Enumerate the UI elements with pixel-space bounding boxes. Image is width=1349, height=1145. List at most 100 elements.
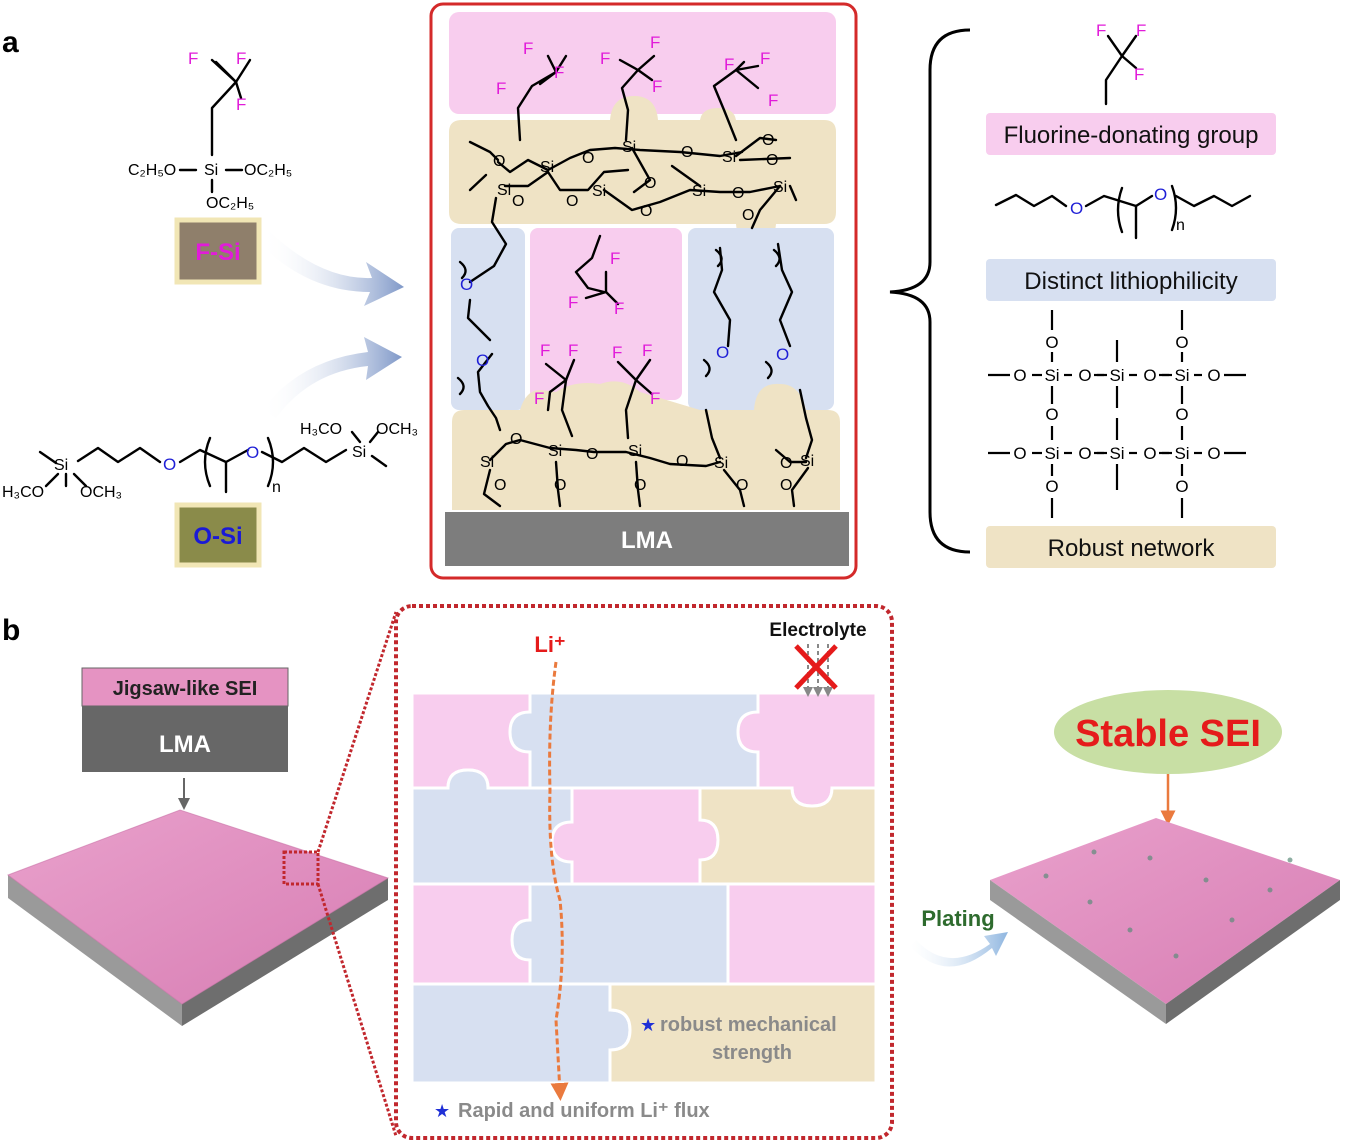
fsi-molecule: F F F Si C₂H₅O OC₂H₅ OC₂H₅ xyxy=(128,49,292,212)
methoxy-group: H₃CO xyxy=(300,421,342,438)
ethoxy-group: OC₂H₅ xyxy=(206,195,254,212)
methoxy-group: H₃CO xyxy=(2,484,44,501)
zoom-region xyxy=(282,850,320,886)
oxygen-atom: O xyxy=(510,431,522,448)
silicon-atom: Si xyxy=(1044,366,1059,385)
oxygen-atom: O xyxy=(1013,366,1026,385)
silicon-atom: Si xyxy=(773,179,787,196)
oxygen-atom: O xyxy=(742,207,754,224)
legend-lithio-label: Distinct lithiophilicity xyxy=(1024,268,1237,295)
oxygen-atom: O xyxy=(163,455,176,474)
fluorine-atom: F xyxy=(1136,21,1146,40)
silicon-atom: Si xyxy=(628,443,642,460)
oxygen-atom: O xyxy=(586,446,598,463)
sei-inset: Jigsaw-like SEI LMA xyxy=(81,667,289,772)
oxygen-atom: O xyxy=(776,345,789,364)
legend-fluorine-label: Fluorine-donating group xyxy=(1004,122,1259,149)
silicon-atom: Si xyxy=(622,139,636,156)
fluorine-atom: F xyxy=(554,63,564,82)
oxygen-atom: O xyxy=(676,453,688,470)
osi-label: O-Si xyxy=(193,523,242,550)
oxygen-atom: O xyxy=(1175,405,1188,424)
repeat-unit-n: n xyxy=(1176,217,1185,234)
fluorine-atom: F xyxy=(1134,65,1144,84)
fluorine-atom: F xyxy=(610,249,620,268)
fsi-label-box: F-Si xyxy=(174,217,262,285)
fluorine-atom: F xyxy=(1096,21,1106,40)
silicon-atom: Si xyxy=(800,453,814,470)
oxygen-atom: O xyxy=(732,185,744,202)
oxygen-atom: O xyxy=(1207,444,1220,463)
legend-lithio-box xyxy=(986,259,1276,301)
oxygen-atom: O xyxy=(512,193,524,210)
ethoxy-group: C₂H₅O xyxy=(128,162,176,179)
star-icon: ★ xyxy=(434,1101,450,1121)
oxygen-atom: O xyxy=(1078,366,1091,385)
oxygen-atom: O xyxy=(554,477,566,494)
fluorine-atom: F xyxy=(652,77,662,96)
oxygen-atom: O xyxy=(780,477,792,494)
fluorine-atom: F xyxy=(614,299,624,318)
oxygen-atom: O xyxy=(762,132,774,149)
oxygen-atom: O xyxy=(1175,477,1188,496)
legend-lithiophilicity: O O n Distinct lithiophilicity xyxy=(986,184,1276,301)
oxygen-atom: O xyxy=(566,193,578,210)
oxygen-atom: O xyxy=(634,477,646,494)
silicon-atom: Si xyxy=(540,159,554,176)
silicon-atom: Si xyxy=(692,183,706,200)
arrow-osi xyxy=(262,337,402,418)
robust-caption-2: strength xyxy=(712,1042,792,1064)
oxygen-atom: O xyxy=(1143,444,1156,463)
lma-substrate xyxy=(445,512,849,566)
lma-inset-label: LMA xyxy=(159,731,211,758)
panel-label-a: a xyxy=(2,26,19,59)
arrow-fsi xyxy=(262,230,404,306)
oxygen-atom: O xyxy=(1045,477,1058,496)
oxygen-atom: O xyxy=(582,150,594,167)
oxygen-atom: O xyxy=(780,455,792,472)
fluorine-atom: F xyxy=(612,343,622,362)
fluorine-atom: F xyxy=(760,49,770,68)
silicon-atom: Si xyxy=(352,444,366,461)
fluorine-atom: F xyxy=(236,49,246,68)
oxygen-atom: O xyxy=(1207,366,1220,385)
fluorine-atom: F xyxy=(568,341,578,360)
repeat-unit-n: n xyxy=(272,479,281,496)
panel-label-b: b xyxy=(2,614,20,647)
legend-robust-label: Robust network xyxy=(1048,535,1216,562)
oxygen-atom: O xyxy=(1143,366,1156,385)
oxygen-atom: O xyxy=(476,351,489,370)
li-ion-label: Li⁺ xyxy=(534,632,565,657)
oxygen-atom: O xyxy=(1045,333,1058,352)
legend-fluorine-box xyxy=(986,113,1276,155)
lithium-slab-left xyxy=(6,809,390,1026)
silicon-atom: Si xyxy=(1109,444,1124,463)
stable-sei-label: Stable SEI xyxy=(1075,713,1261,755)
flux-caption: Rapid and uniform Li⁺ flux xyxy=(458,1100,710,1122)
oxygen-atom: O xyxy=(644,175,656,192)
silicon-atom: Si xyxy=(592,183,606,200)
oxygen-atom: O xyxy=(493,153,505,170)
fluorine-atom: F xyxy=(523,39,533,58)
osi-molecule: Si H₃CO OCH₃ O O n Si H₃CO OCH₃ xyxy=(2,421,418,501)
fluorine-atom: F xyxy=(650,389,660,408)
oxygen-atom: O xyxy=(246,443,259,462)
blocked-x-icon xyxy=(794,644,838,690)
curly-brace xyxy=(889,28,971,554)
li-flux-path xyxy=(548,661,569,1101)
plating-label: Plating xyxy=(921,906,994,931)
zoom-line xyxy=(316,883,398,1137)
sei-structure-schematic: LMA xyxy=(429,2,858,580)
stable-sei-bubble xyxy=(1054,690,1282,774)
oxygen-atom: O xyxy=(1154,185,1167,204)
silica-network-upper xyxy=(449,96,836,248)
fluorine-atom: F xyxy=(650,33,660,52)
oxygen-atom: O xyxy=(716,343,729,362)
ethoxy-group: OC₂H₅ xyxy=(244,162,292,179)
methoxy-group: OCH₃ xyxy=(80,484,122,501)
legend-fluorine: F F F Fluorine-donating group xyxy=(986,21,1276,155)
oxygen-atom: O xyxy=(1175,333,1188,352)
star-icon: ★ xyxy=(640,1015,656,1035)
silicon-atom: Si xyxy=(1174,444,1189,463)
